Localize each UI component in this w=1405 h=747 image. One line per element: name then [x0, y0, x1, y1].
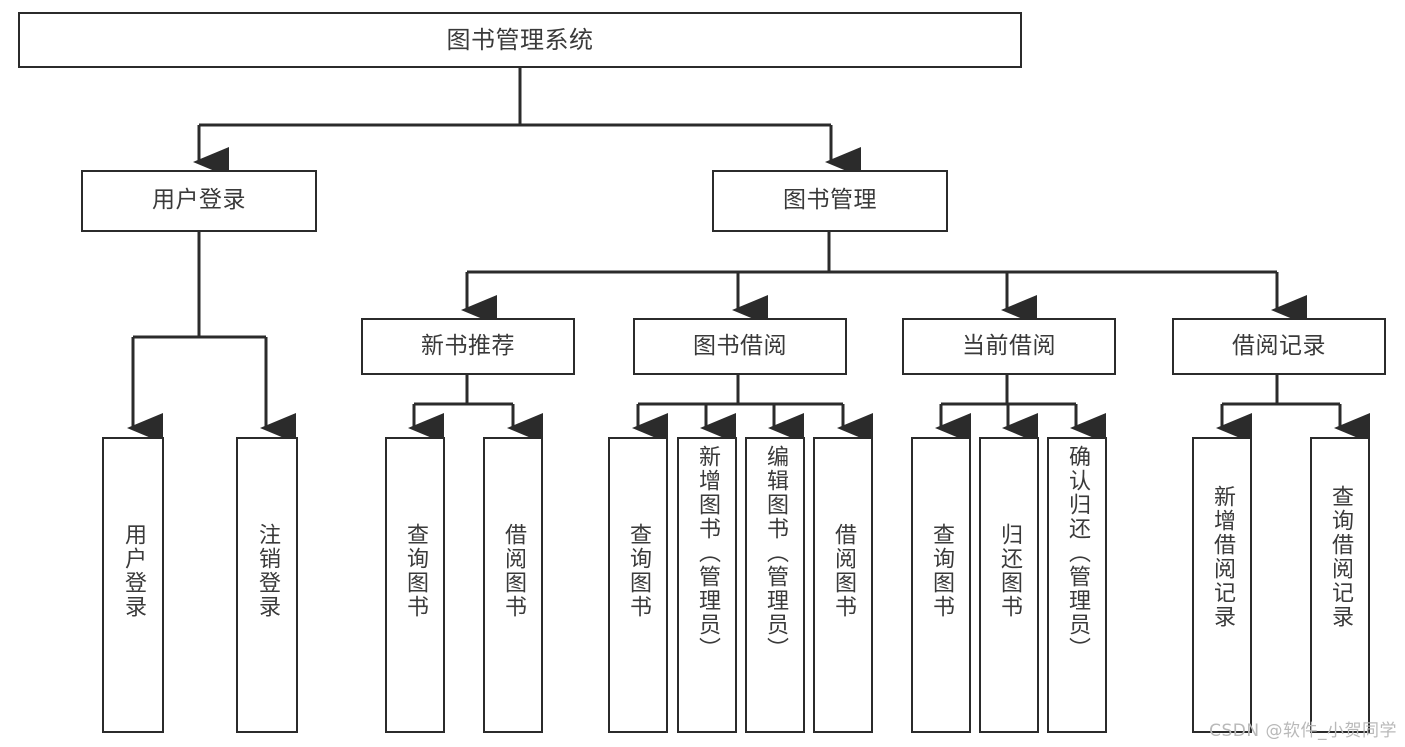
node-root[interactable]: 图书管理系统	[18, 12, 1022, 68]
node-current-borrow-label: 当前借阅	[962, 332, 1056, 359]
node-user-login[interactable]: 用户登录	[81, 170, 317, 232]
leaf-borrow-book-recommend-label: 借阅图书	[501, 523, 526, 619]
leaf-add-book-admin[interactable]: 新增图书（管理员）	[677, 437, 737, 733]
node-new-book-recommend-label: 新书推荐	[421, 332, 515, 359]
leaf-query-book-current-label: 查询图书	[929, 523, 954, 619]
node-book-borrow-label: 图书借阅	[693, 332, 787, 359]
leaf-query-book-borrow-label: 查询图书	[626, 523, 651, 619]
leaf-query-book-borrow[interactable]: 查询图书	[608, 437, 668, 733]
leaf-confirm-return-admin-label: 确认归还（管理员）	[1065, 445, 1090, 661]
leaf-confirm-return-admin[interactable]: 确认归还（管理员）	[1047, 437, 1107, 733]
leaf-add-book-admin-label: 新增图书（管理员）	[695, 445, 720, 661]
leaf-logout[interactable]: 注销登录	[236, 437, 298, 733]
leaf-edit-book-admin[interactable]: 编辑图书（管理员）	[745, 437, 805, 733]
leaf-logout-label: 注销登录	[255, 523, 280, 619]
leaf-query-borrow-record[interactable]: 查询借阅记录	[1310, 437, 1370, 733]
leaf-borrow-book-label: 借阅图书	[831, 523, 856, 619]
leaf-query-book-recommend[interactable]: 查询图书	[385, 437, 445, 733]
node-book-borrow[interactable]: 图书借阅	[633, 318, 847, 375]
leaf-add-borrow-record-label: 新增借阅记录	[1210, 485, 1235, 629]
leaf-user-login-label: 用户登录	[121, 523, 146, 619]
node-current-borrow[interactable]: 当前借阅	[902, 318, 1116, 375]
leaf-return-book[interactable]: 归还图书	[979, 437, 1039, 733]
leaf-edit-book-admin-label: 编辑图书（管理员）	[763, 445, 788, 661]
node-root-label: 图书管理系统	[446, 25, 594, 54]
leaf-add-borrow-record[interactable]: 新增借阅记录	[1192, 437, 1252, 733]
node-book-management-label: 图书管理	[783, 187, 877, 214]
leaf-return-book-label: 归还图书	[997, 523, 1022, 619]
csdn-watermark: CSDN @软件_小贺同学	[1209, 721, 1397, 741]
node-book-management[interactable]: 图书管理	[712, 170, 948, 232]
leaf-query-borrow-record-label: 查询借阅记录	[1328, 485, 1353, 629]
leaf-borrow-book-recommend[interactable]: 借阅图书	[483, 437, 543, 733]
node-user-login-label: 用户登录	[152, 187, 246, 214]
node-borrow-records-label: 借阅记录	[1232, 332, 1326, 359]
node-borrow-records[interactable]: 借阅记录	[1172, 318, 1386, 375]
leaf-query-book-current[interactable]: 查询图书	[911, 437, 971, 733]
leaf-query-book-recommend-label: 查询图书	[403, 523, 428, 619]
node-new-book-recommend[interactable]: 新书推荐	[361, 318, 575, 375]
leaf-user-login[interactable]: 用户登录	[102, 437, 164, 733]
leaf-borrow-book[interactable]: 借阅图书	[813, 437, 873, 733]
